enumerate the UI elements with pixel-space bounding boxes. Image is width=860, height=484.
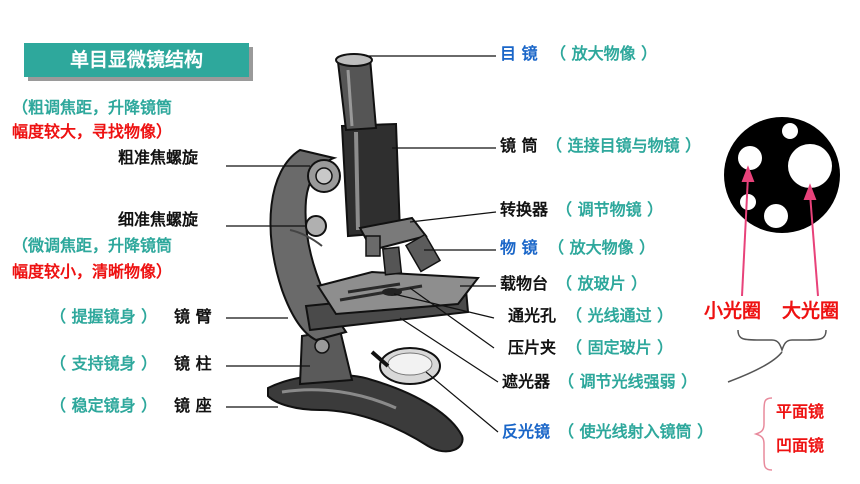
aperture-brace bbox=[737, 329, 827, 353]
mirror-description: （ 使光线射入镜筒 ） bbox=[558, 422, 714, 441]
converter-description: （ 调节物镜 ） bbox=[556, 200, 664, 219]
small-aperture-label: 小光圈 bbox=[704, 300, 762, 322]
arm-description: （ 提握镜身 ） bbox=[50, 307, 158, 326]
tube-label: 镜 筒 bbox=[500, 136, 538, 155]
light-hole-description: （ 光线通过 ） bbox=[566, 306, 674, 325]
eyepiece-description: （ 放大物像 ） bbox=[550, 44, 658, 63]
light-hole-label: 通光孔 bbox=[508, 306, 557, 325]
flat-mirror-label: 平面镜 bbox=[776, 402, 825, 421]
arm-label: 镜 臂 bbox=[174, 307, 212, 326]
diaphragm-description: （ 调节光线强弱 ） bbox=[558, 372, 698, 391]
small-aperture-hole bbox=[738, 146, 762, 170]
coarse-knob-description-1: （粗调焦距，升降镜筒 bbox=[12, 98, 173, 117]
pillar-description: （ 支持镜身 ） bbox=[50, 354, 158, 373]
large-aperture-hole bbox=[788, 144, 832, 188]
tube-description: （ 连接目镜与物镜 ） bbox=[546, 136, 702, 155]
microscope-arm bbox=[269, 148, 348, 342]
coarse-knob-label: 粗准焦螺旋 bbox=[118, 148, 199, 167]
converter-label: 转换器 bbox=[500, 200, 549, 219]
stage-label: 载物台 bbox=[500, 274, 549, 293]
coarse-knob-description-2: 幅度较大，寻找物像） bbox=[12, 122, 173, 141]
objective-shape bbox=[381, 246, 403, 276]
mirror-label: 反光镜 bbox=[502, 422, 551, 441]
slide-clip-label: 压片夹 bbox=[508, 338, 557, 357]
concave-mirror-label: 凹面镜 bbox=[776, 436, 825, 455]
objective-label: 物 镜 bbox=[500, 238, 538, 257]
objective-description: （ 放大物像 ） bbox=[548, 238, 656, 257]
diaphragm-label: 遮光器 bbox=[502, 372, 551, 391]
microscope-base bbox=[267, 373, 464, 453]
fine-knob-description-2: 幅度较小，清晰物像） bbox=[12, 262, 173, 281]
slide-clip-description: （ 固定玻片 ） bbox=[566, 338, 674, 357]
eyepiece-shape bbox=[336, 56, 378, 132]
stage-description: （ 放玻片 ） bbox=[556, 274, 648, 293]
mirror-brace bbox=[753, 397, 773, 471]
fine-knob-label: 细准焦螺旋 bbox=[118, 210, 199, 229]
pillar-label: 镜 柱 bbox=[174, 354, 212, 373]
tube-shape bbox=[340, 122, 402, 238]
base-label: 镜 座 bbox=[174, 396, 212, 415]
base-description: （ 稳定镜身 ） bbox=[50, 396, 158, 415]
page-title: 单目显微镜结构 bbox=[24, 43, 249, 77]
eyepiece-label: 目 镜 bbox=[500, 44, 538, 63]
fine-knob-description-1: （微调焦距，升降镜筒 bbox=[12, 236, 173, 255]
large-aperture-label: 大光圈 bbox=[782, 300, 840, 322]
fine-knob bbox=[305, 215, 327, 237]
